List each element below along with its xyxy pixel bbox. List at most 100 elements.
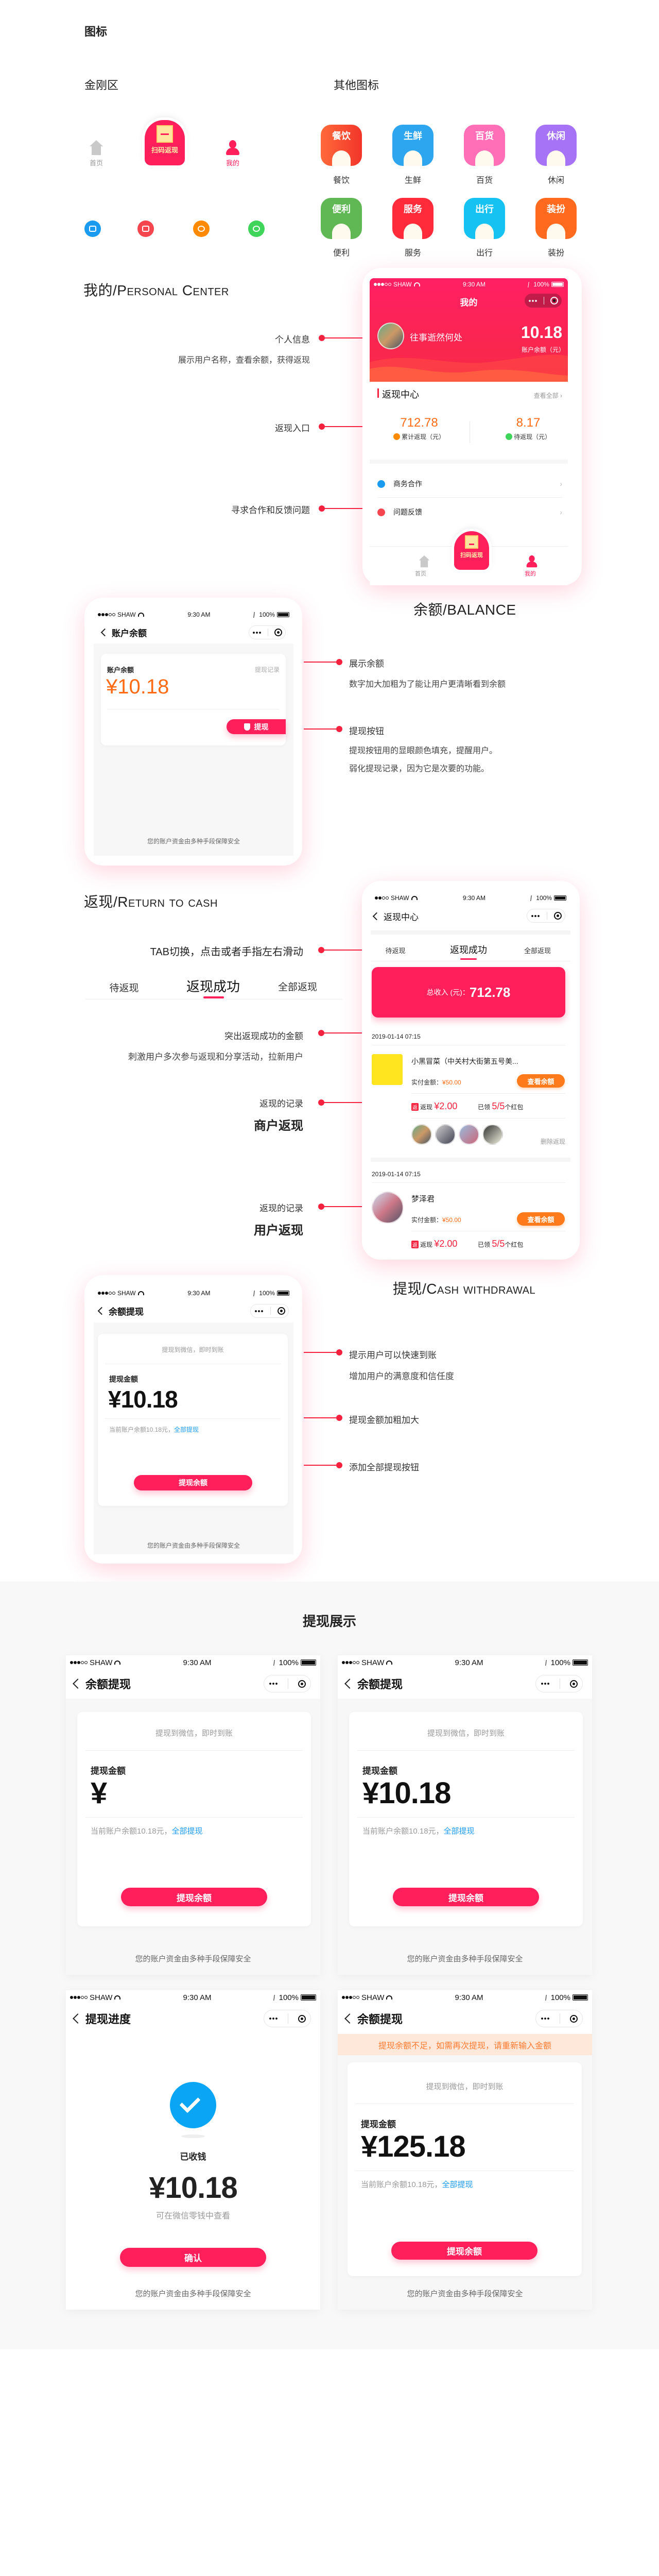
- avatar: [411, 1124, 432, 1145]
- annotation-title: 返现的记录: [259, 1099, 303, 1109]
- annotation-title: 提现按钮: [349, 726, 384, 736]
- instant-hint: 提现到微信，即时到账: [155, 1729, 233, 1738]
- clock-icon: [248, 221, 265, 237]
- category-label: 便利: [333, 249, 350, 258]
- tab-all[interactable]: 全部返现: [524, 947, 551, 955]
- balance-note: 当前账户余额10.18元，全部提现: [91, 1827, 203, 1836]
- withdraw-balance-button[interactable]: 提现余额: [391, 2242, 537, 2260]
- car-icon: [475, 224, 494, 239]
- back-icon[interactable]: [73, 1679, 83, 1689]
- capsule-menu[interactable]: [249, 625, 286, 639]
- paid-amount: 实付金额：¥50.00: [411, 1216, 461, 1224]
- bluetooth-icon: [528, 281, 532, 287]
- category-travel[interactable]: 出行: [464, 198, 505, 239]
- tab-home[interactable]: 首页: [415, 571, 426, 577]
- balance-amount: ¥10.18: [106, 675, 169, 698]
- tab-pending[interactable]: 待返现: [385, 947, 406, 955]
- capsule-menu[interactable]: [264, 2010, 311, 2027]
- clock-icon: [505, 433, 512, 440]
- back-icon[interactable]: [73, 2013, 83, 2024]
- capsule-menu[interactable]: [527, 909, 565, 923]
- tab-all[interactable]: 全部返现: [278, 982, 318, 993]
- back-icon[interactable]: [97, 1307, 106, 1315]
- amount-input[interactable]: ¥: [91, 1776, 108, 1810]
- category-convenience[interactable]: 便利: [321, 198, 362, 239]
- withdraw-all-link[interactable]: 全部提现: [174, 1426, 199, 1433]
- tab-success[interactable]: 返现成功: [186, 979, 240, 994]
- menu-item-business[interactable]: 商务合作›: [377, 477, 562, 490]
- icons-title: 图标: [84, 25, 108, 38]
- balance-value[interactable]: 10.18: [521, 323, 562, 342]
- feedback-icon: [377, 508, 385, 516]
- success-status: 已收钱: [180, 2152, 206, 2162]
- delete-cashback-link[interactable]: 删除返现: [540, 1138, 565, 1145]
- demo-tabs: 待返现 返现成功 全部返现: [0, 976, 659, 1000]
- annotation-desc: 刺激用户多次参与返现和分享活动，拉新用户: [128, 1052, 303, 1062]
- category-label: 装扮: [547, 249, 564, 258]
- instant-hint: 提现到微信，即时到账: [162, 1346, 224, 1353]
- security-note: 您的账户资金由多种手段保障安全: [407, 2290, 523, 2298]
- category-label: 服务: [404, 249, 421, 258]
- home-icon: [90, 140, 103, 156]
- record-date: 2019-01-14 07:15: [372, 1171, 421, 1178]
- view-balance-button[interactable]: 查看余额: [517, 1074, 565, 1088]
- paid-amount: 实付金额：¥50.00: [411, 1079, 461, 1086]
- total-cashback-label: 累计返现（元）: [370, 432, 469, 441]
- capsule-menu[interactable]: [264, 1675, 311, 1692]
- back-icon[interactable]: [344, 2013, 355, 2024]
- merchant-name[interactable]: 小黑冒菜（中关村大街第五号美...: [411, 1057, 518, 1065]
- capsule-menu[interactable]: [535, 1675, 583, 1692]
- balance-card: 账户余额 提现记录 ¥10.18 提现: [101, 654, 286, 745]
- scan-cashback-button[interactable]: 扫码返现: [145, 120, 185, 165]
- capsule-menu[interactable]: [250, 1304, 289, 1318]
- nav-bar: 账户余额: [94, 625, 293, 639]
- balance-label: 账户余额: [107, 666, 134, 674]
- view-all-link[interactable]: 查看全部 ›: [533, 392, 562, 399]
- tab-scan-cashback[interactable]: 扫码返现: [454, 531, 489, 570]
- withdraw-phone: SHAW 9:30 AM 100% 余额提现 提现到微信，即时到账 提现金额 ¥…: [84, 1275, 302, 1564]
- withdraw-all-link[interactable]: 全部提现: [171, 1827, 203, 1836]
- cashback-center-title: 返现中心: [382, 389, 419, 400]
- annotation-desc: 展示用户名称，查看余额，获得返现: [178, 356, 310, 365]
- withdraw-balance-button[interactable]: 提现余额: [134, 1475, 252, 1490]
- category-service[interactable]: 服务: [392, 198, 433, 239]
- nav-bar: 余额提现: [94, 1304, 293, 1317]
- capsule-menu[interactable]: [525, 294, 562, 308]
- claimed-row: 已领 5/5个红包: [478, 1101, 524, 1111]
- tab-me[interactable]: 我的: [525, 571, 536, 577]
- handshake-icon: [377, 480, 385, 488]
- total-cashback-value: 712.78: [400, 416, 438, 430]
- annotation-desc: 数字加大加粗为了能让用户更清晰看到余额: [349, 680, 506, 689]
- category-goods[interactable]: 百货: [464, 125, 505, 166]
- category-dress[interactable]: 装扮: [535, 198, 577, 239]
- withdraw-records-link[interactable]: 提现记录: [254, 666, 280, 673]
- confirm-button[interactable]: 确认: [120, 2248, 266, 2267]
- back-icon[interactable]: [100, 628, 109, 636]
- view-balance-button[interactable]: 查看余额: [517, 1212, 565, 1226]
- user-name[interactable]: 梦泽君: [411, 1195, 435, 1204]
- category-leisure[interactable]: 休闲: [535, 125, 577, 166]
- avatar[interactable]: [377, 323, 404, 349]
- withdraw-button[interactable]: 提现: [227, 719, 286, 734]
- back-icon[interactable]: [372, 912, 381, 920]
- amount-input[interactable]: ¥10.18: [108, 1386, 178, 1413]
- tab-success[interactable]: 返现成功: [450, 945, 487, 955]
- amount-input[interactable]: ¥125.18: [361, 2130, 466, 2163]
- withdraw-card: 提现到微信，即时到账 提现金额 ¥ 当前账户余额10.18元，全部提现 提现余额: [77, 1712, 311, 1926]
- withdraw-card: 提现到微信，即时到账 提现金额 ¥125.18 当前账户余额10.18元，全部提…: [348, 2062, 582, 2276]
- nav-title: 账户余额: [112, 628, 147, 638]
- kingkong-title: 金刚区: [84, 79, 119, 92]
- back-icon[interactable]: [344, 1679, 355, 1689]
- tab-pending[interactable]: 待返现: [109, 983, 139, 994]
- menu-item-feedback[interactable]: 问题反馈›: [377, 505, 562, 519]
- withdraw-balance-button[interactable]: 提现余额: [393, 1888, 539, 1906]
- capsule-menu[interactable]: [535, 2010, 583, 2027]
- withdraw-balance-button[interactable]: 提现余额: [121, 1888, 267, 1906]
- withdraw-all-link[interactable]: 全部提现: [442, 2180, 473, 2189]
- amount-input[interactable]: ¥10.18: [362, 1776, 451, 1810]
- category-fresh[interactable]: 生鲜: [392, 125, 433, 166]
- category-dining[interactable]: 餐饮: [321, 125, 362, 166]
- withdraw-all-link[interactable]: 全部提现: [443, 1827, 475, 1836]
